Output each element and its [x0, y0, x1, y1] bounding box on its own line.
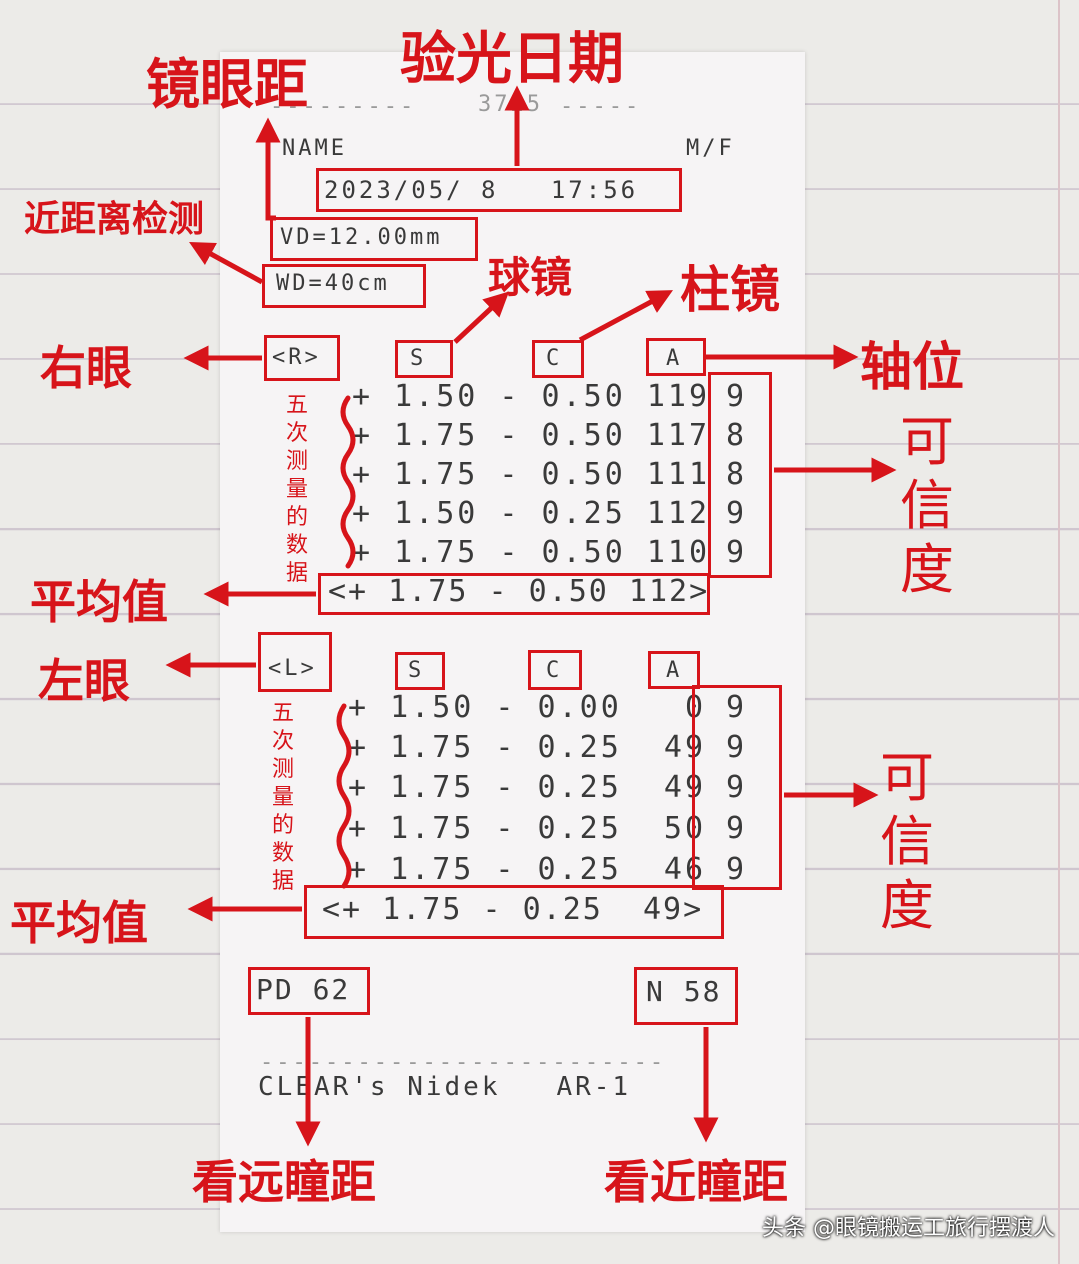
right-average-highlight-box	[318, 573, 710, 615]
left-average-label: 平均值	[10, 896, 148, 950]
left-confidence-value: 9	[726, 811, 748, 846]
vertex-distance-value: VD=12.00mm	[280, 225, 443, 250]
far-pd-label: 看远瞳距	[192, 1155, 376, 1209]
left-sphere-header: S	[408, 658, 425, 683]
right-sphere-highlight-box	[395, 340, 453, 378]
left-eye-tag: <L>	[268, 656, 317, 681]
axis-label: 轴位	[860, 338, 965, 398]
near-pd-value: N 58	[646, 975, 722, 1008]
near-pd-label: 看近瞳距	[604, 1155, 788, 1209]
right-confidence-value: 9	[726, 535, 748, 570]
left-measurement-brace	[336, 703, 352, 889]
left-measurement-row: + 1.75 - 0.25 50	[348, 811, 707, 846]
left-confidence-value: 9	[726, 852, 748, 887]
device-footer: CLEAR's Nidek AR-1	[258, 1072, 632, 1102]
working-distance-value: WD=40cm	[276, 271, 390, 296]
left-measurement-row: + 1.50 - 0.00 0	[348, 690, 707, 725]
footer-separator: -------------------------	[260, 1050, 667, 1075]
left-confidence-value: 9	[726, 730, 748, 765]
right-tag-highlight-box	[264, 335, 340, 381]
left-axis-header: A	[666, 658, 683, 683]
left-tag-highlight-box	[258, 632, 332, 692]
exam-datetime: 2023/05/ 8 17:56	[324, 176, 639, 204]
right-average-row: <+ 1.75 - 0.50 112>	[328, 574, 710, 609]
cylinder-label: 柱镜	[680, 261, 780, 319]
right-five-measurements-note: 五次测量的数据	[285, 393, 308, 586]
right-cylinder-header: C	[546, 346, 563, 371]
right-confidence-value: 8	[726, 457, 748, 492]
watermark: 头条 @眼镜搬运工旅行摆渡人	[762, 1216, 1055, 1241]
right-sphere-header: S	[410, 346, 427, 371]
receipt-separator-right: -----	[560, 94, 642, 119]
near-test-label: 近距离检测	[24, 199, 205, 240]
right-measurement-brace	[340, 395, 356, 569]
name-label: NAME	[282, 136, 347, 161]
left-axis-highlight-box	[648, 651, 700, 689]
left-confidence-value: 9	[726, 770, 748, 805]
right-measurement-row: + 1.50 - 0.50 119	[352, 379, 711, 414]
notebook-margin-line	[1058, 0, 1060, 1264]
vertex-distance-label: 镜眼距	[146, 53, 308, 116]
left-five-measurements-note: 五次测量的数据	[271, 701, 294, 894]
wd-highlight-box	[262, 264, 426, 308]
left-cylinder-header: C	[546, 658, 563, 683]
left-eye-label: 左眼	[38, 654, 130, 708]
right-confidence-highlight-box	[708, 372, 772, 578]
left-confidence-label: 可信度	[880, 746, 934, 937]
left-sphere-highlight-box	[395, 652, 445, 690]
left-measurement-row: + 1.75 - 0.25 49	[348, 730, 707, 765]
right-cylinder-highlight-box	[532, 340, 584, 378]
datetime-highlight-box	[316, 168, 682, 212]
exam-date-label: 验光日期	[400, 27, 624, 92]
far-pd-value: PD 62	[256, 973, 351, 1006]
near-pd-highlight-box	[634, 967, 738, 1025]
right-confidence-value: 9	[726, 379, 748, 414]
left-measurement-row: + 1.75 - 0.25 49	[348, 770, 707, 805]
right-measurement-row: + 1.50 - 0.25 112	[352, 496, 711, 531]
right-eye-tag: <R>	[272, 345, 321, 370]
right-eye-label: 右眼	[40, 341, 132, 395]
right-measurement-row: + 1.75 - 0.50 110	[352, 535, 711, 570]
left-confidence-highlight-box	[692, 685, 782, 890]
right-axis-header: A	[666, 346, 683, 371]
left-average-highlight-box	[304, 885, 724, 939]
right-axis-highlight-box	[646, 338, 706, 376]
vd-highlight-box	[270, 217, 478, 261]
right-measurement-row: + 1.75 - 0.50 111	[352, 457, 711, 492]
right-confidence-value: 9	[726, 496, 748, 531]
left-measurement-row: + 1.75 - 0.25 46	[348, 852, 707, 887]
left-cylinder-highlight-box	[528, 650, 582, 690]
right-measurement-row: + 1.75 - 0.50 117	[352, 418, 711, 453]
left-average-row: <+ 1.75 - 0.25 49>	[322, 892, 704, 927]
receipt-separator: ---------	[270, 94, 417, 119]
far-pd-highlight-box	[248, 967, 370, 1015]
right-confidence-label: 可信度	[900, 410, 954, 601]
right-confidence-value: 8	[726, 418, 748, 453]
right-average-label: 平均值	[30, 575, 168, 629]
left-confidence-value: 9	[726, 690, 748, 725]
mf-label: M/F	[686, 136, 735, 161]
